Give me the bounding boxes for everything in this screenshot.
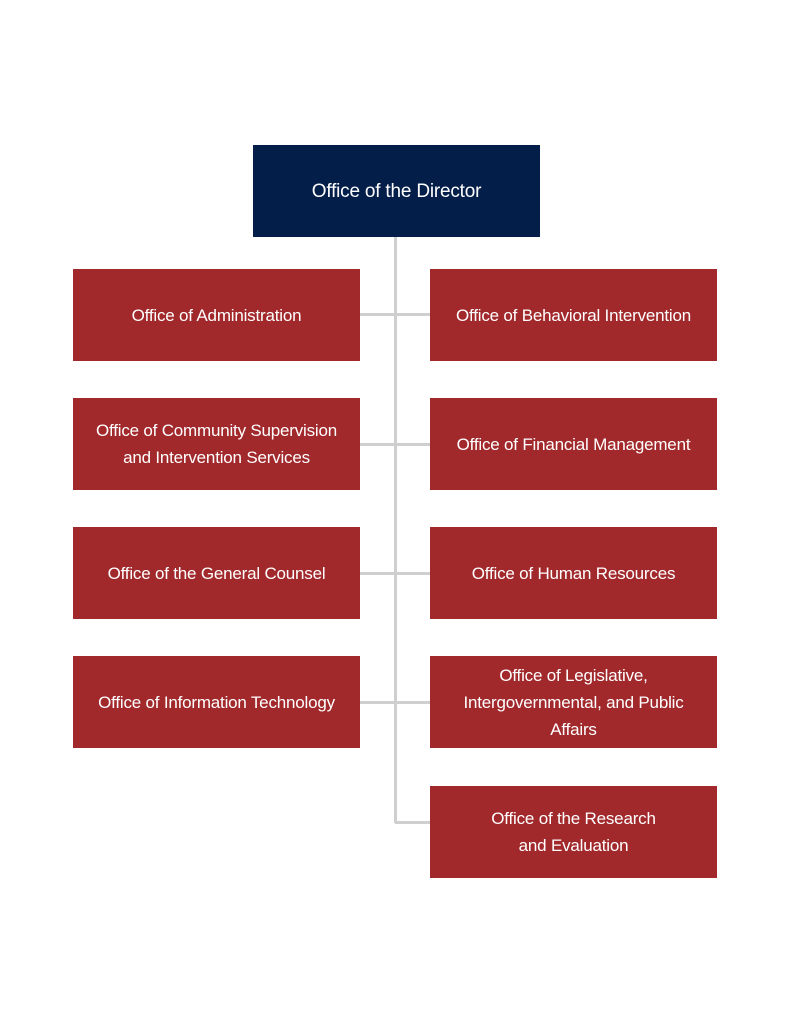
connector-row-5-right	[395, 821, 431, 824]
office-label: Office of Financial Management	[456, 434, 691, 454]
office-box: Office of the General Counsel	[73, 527, 360, 619]
office-label: Office of Behavioral Intervention	[455, 305, 691, 325]
connector-row-3-right	[395, 572, 431, 575]
connector-row-1-left	[360, 313, 396, 316]
director-label: Office of the Director	[311, 180, 482, 202]
office-box: Office of Human Resources	[430, 527, 717, 619]
office-label: Office of the General Counsel	[107, 563, 326, 583]
connector-row-4-left	[360, 701, 396, 704]
office-label: Office of Administration	[131, 305, 302, 325]
office-box: Office of Community Supervision and Inte…	[73, 398, 360, 490]
office-box: Office of Information Technology	[73, 656, 360, 748]
connector-row-1-right	[395, 313, 431, 316]
director-box: Office of the Director	[253, 145, 540, 237]
office-box: Office of Administration	[73, 269, 360, 361]
trunk-connector	[394, 236, 397, 823]
office-label: Office of Legislative, Intergovernmental…	[463, 665, 684, 739]
office-label: Office of Human Resources	[471, 563, 676, 583]
office-label: Office of Information Technology	[98, 692, 335, 712]
office-box: Office of Behavioral Intervention	[430, 269, 717, 361]
office-label: Office of the Research and Evaluation	[491, 809, 656, 855]
connector-row-4-right	[395, 701, 431, 704]
connector-row-3-left	[360, 572, 396, 575]
office-box: Office of Legislative, Intergovernmental…	[430, 656, 717, 748]
office-box: Office of Financial Management	[430, 398, 717, 490]
connector-row-2-left	[360, 443, 396, 446]
office-label: Office of Community Supervision and Inte…	[95, 421, 338, 467]
office-box: Office of the Research and Evaluation	[430, 786, 717, 878]
connector-row-2-right	[395, 443, 431, 446]
